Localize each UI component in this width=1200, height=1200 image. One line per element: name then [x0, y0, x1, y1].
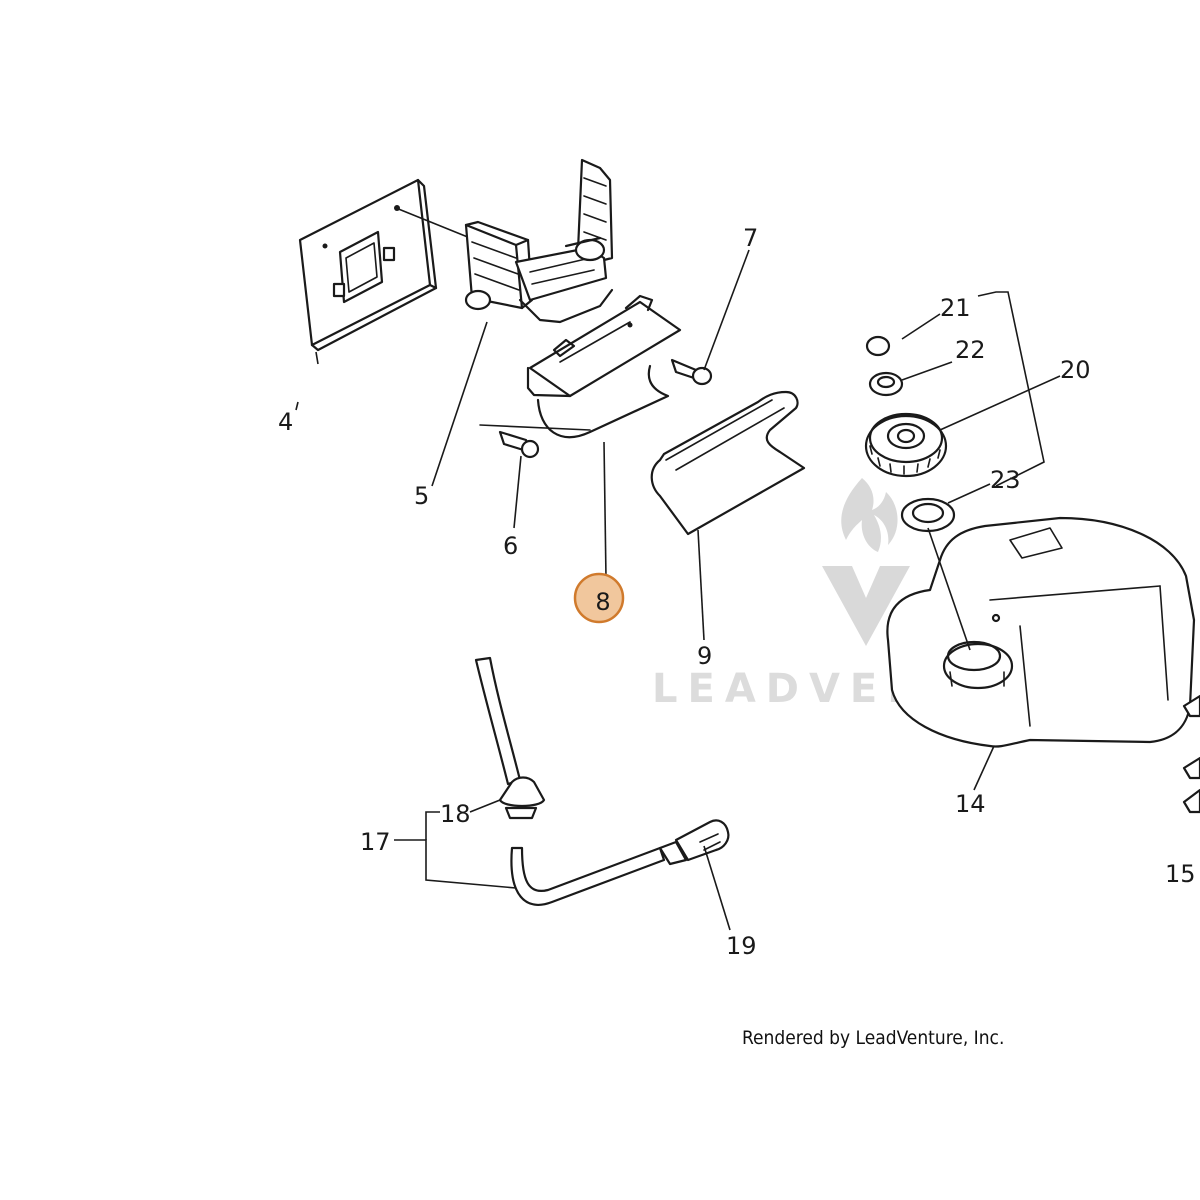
part-9-pad — [650, 390, 806, 536]
callout-21[interactable]: 21 — [940, 294, 971, 322]
callout-14[interactable]: 14 — [955, 790, 986, 818]
callout-18[interactable]: 18 — [440, 800, 471, 828]
callout-19[interactable]: 19 — [726, 932, 757, 960]
part-4-plate — [298, 178, 471, 352]
callout-22[interactable]: 22 — [955, 336, 986, 364]
part-21-cap-disc — [865, 335, 891, 357]
part-7-bolt — [670, 358, 713, 386]
watermark-flame-icon — [841, 478, 898, 552]
callout-5[interactable]: 5 — [414, 482, 429, 510]
part-6-screw — [498, 430, 540, 459]
callout-15[interactable]: 15 — [1165, 860, 1196, 888]
part-5-holder-bracket — [464, 158, 614, 324]
callout-labels: 4 5 6 7 9 21 22 20 23 14 15 17 18 19 — [278, 224, 1196, 960]
callout-9[interactable]: 9 — [697, 642, 712, 670]
part-23-gasket — [900, 497, 956, 533]
watermark-v-logo-icon — [822, 566, 910, 646]
part-20-fuel-cap — [864, 412, 948, 478]
part-18-grommet — [498, 776, 546, 820]
leader-lines — [295, 249, 1061, 931]
callout-20[interactable]: 20 — [1060, 356, 1091, 384]
callout-6[interactable]: 6 — [503, 532, 518, 560]
callout-8[interactable]: 8 — [595, 588, 610, 616]
callout-17[interactable]: 17 — [360, 828, 391, 856]
callout-7[interactable]: 7 — [743, 224, 758, 252]
part-22-grommet — [868, 371, 904, 397]
part-17-fuel-hose — [474, 656, 666, 906]
highlight-circle — [573, 572, 625, 624]
part-19-fuel-connector — [658, 819, 730, 866]
highlighted-callout-8[interactable]: 8 — [573, 572, 625, 624]
part-15-bracket — [1182, 694, 1200, 814]
callout-23[interactable]: 23 — [990, 466, 1021, 494]
part-14-fuel-tank — [886, 516, 1196, 748]
part-8-strap — [479, 294, 682, 439]
render-credit: Rendered by LeadVenture, Inc. — [742, 1027, 1004, 1049]
callout-4[interactable]: 4 — [278, 408, 293, 436]
